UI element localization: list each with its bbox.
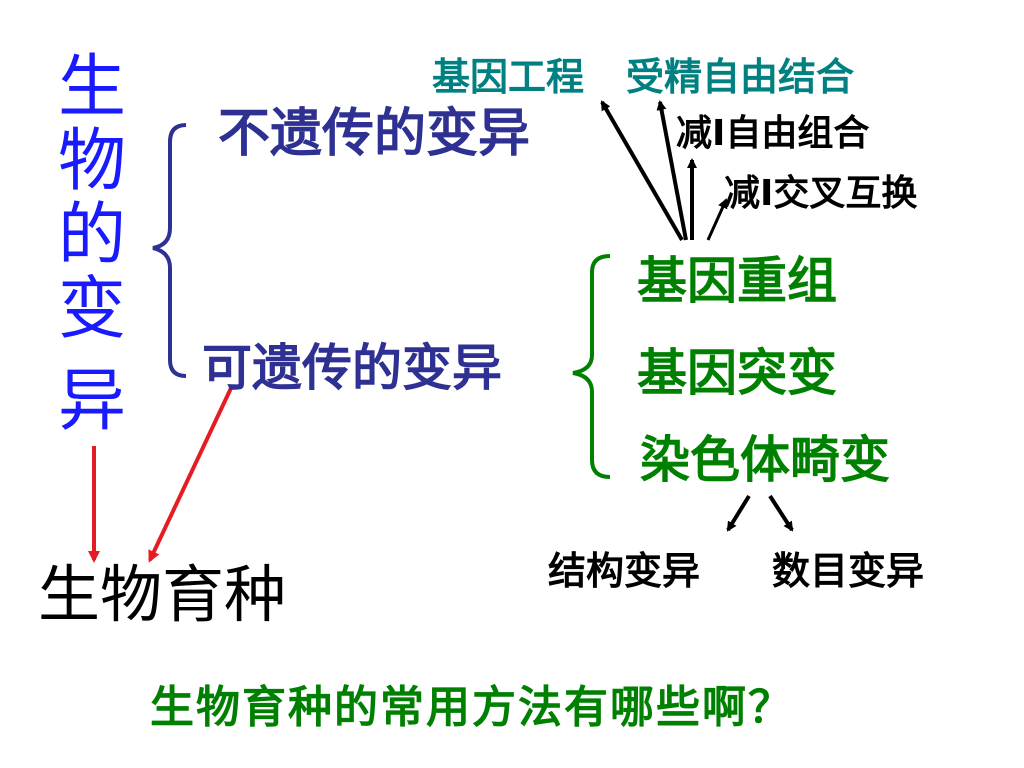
gene-recombination: 基因重组 bbox=[637, 252, 837, 310]
arrow-to-structural bbox=[726, 494, 751, 532]
heritable-variation: 可遗传的变异 bbox=[202, 339, 502, 397]
left-brace bbox=[152, 123, 187, 378]
biological-breeding: 生物育种 bbox=[38, 558, 287, 631]
non-heritable-variation: 不遗传的变异 bbox=[218, 104, 531, 164]
arrow-to-fertilization bbox=[656, 100, 688, 241]
title-char-4: 变 bbox=[58, 270, 127, 349]
arrow-to-crossing-over bbox=[706, 198, 728, 241]
title-char-1: 生 bbox=[58, 48, 127, 127]
title-char-5: 异 bbox=[58, 362, 127, 441]
title-char-2: 物 bbox=[58, 122, 127, 201]
chromosome-aberration: 染色体畸变 bbox=[640, 431, 890, 489]
title-char-3: 的 bbox=[58, 196, 127, 275]
meiosis-crossing-over: 减Ⅰ交叉互换 bbox=[724, 173, 918, 214]
arrow-to-gene-engineering bbox=[600, 100, 684, 242]
structural-variation: 结构变异 bbox=[548, 549, 701, 593]
question-text: 生物育种的常用方法有哪些啊？ bbox=[150, 682, 794, 733]
gene-engineering: 基因工程 bbox=[432, 55, 585, 99]
numerical-variation: 数目变异 bbox=[772, 549, 925, 593]
gene-mutation: 基因突变 bbox=[637, 344, 837, 402]
arrow-to-numerical bbox=[768, 494, 794, 532]
meiosis-free-combination: 减Ⅰ自由组合 bbox=[676, 113, 870, 154]
red-arrow-from-heritable bbox=[148, 385, 234, 563]
right-brace bbox=[572, 254, 611, 479]
fertilization-free-combination: 受精自由结合 bbox=[626, 55, 855, 99]
